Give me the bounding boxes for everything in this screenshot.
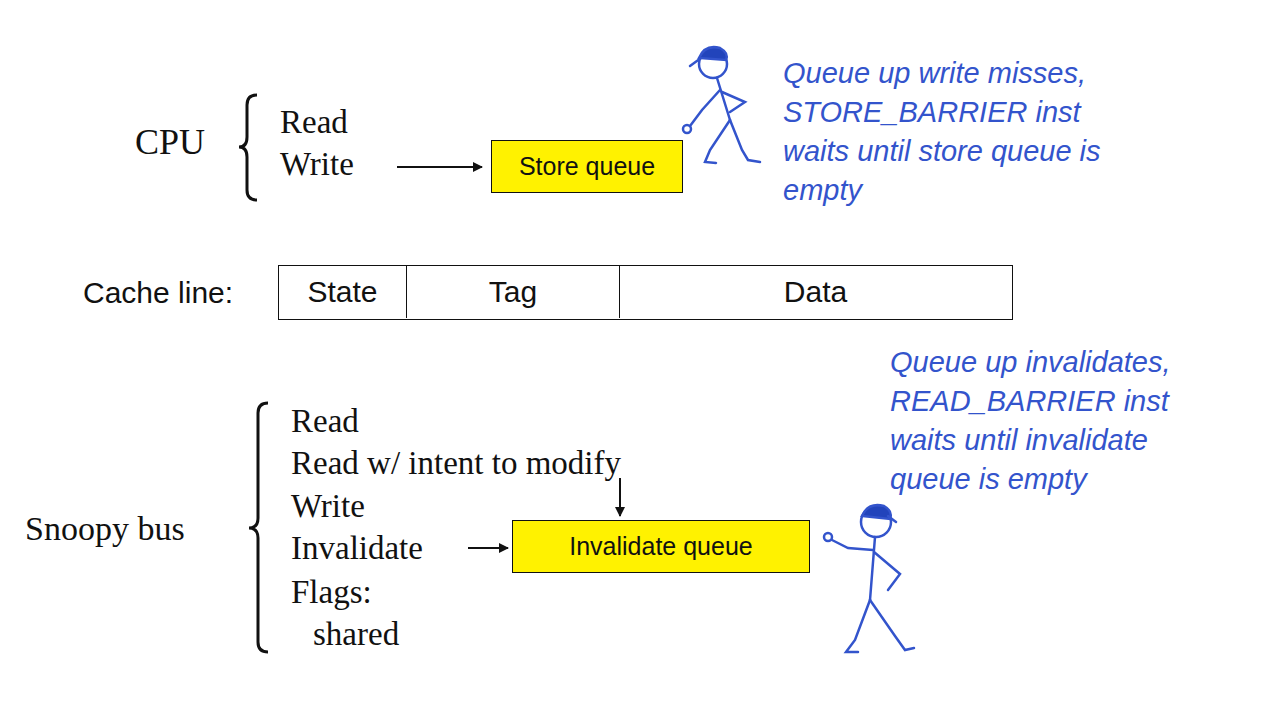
arrow [397, 166, 482, 168]
operation-label: Write [291, 486, 365, 526]
box-text: Store queue [519, 152, 655, 181]
cache-field: State [279, 266, 407, 318]
box-text: Tag [489, 275, 537, 309]
curly-brace [249, 403, 268, 652]
group-label: CPU [135, 121, 205, 164]
box-text: Data [784, 275, 847, 309]
row-heading: Cache line: [83, 266, 273, 319]
curly-brace [239, 95, 257, 200]
operation-label: Read [291, 401, 359, 441]
queue-box: Store queue [491, 140, 683, 193]
box-text: State [307, 275, 377, 309]
cache-line-box: Cache line:StateTagData [278, 265, 1013, 320]
cache-field: Tag [407, 266, 620, 318]
stick-figure [683, 47, 760, 163]
operation-label: Flags: [291, 572, 372, 612]
cache-field: Data [620, 266, 1011, 318]
operation-label: Write [280, 144, 354, 184]
operation-label: Read w/ intent to modify [291, 443, 621, 483]
group-label: Snoopy bus [25, 508, 185, 549]
arrow [619, 478, 621, 516]
operation-label: Read [280, 102, 348, 142]
queue-box: Invalidate queue [512, 520, 810, 573]
box-text: Invalidate queue [569, 532, 752, 561]
operation-label: Invalidate [291, 528, 423, 568]
callout-note: Queue up invalidates, READ_BARRIER inst … [890, 343, 1222, 499]
callout-note: Queue up write misses, STORE_BARRIER ins… [783, 54, 1135, 210]
arrow [468, 547, 508, 549]
stick-figure [824, 505, 914, 652]
flag-label: shared [313, 614, 399, 654]
